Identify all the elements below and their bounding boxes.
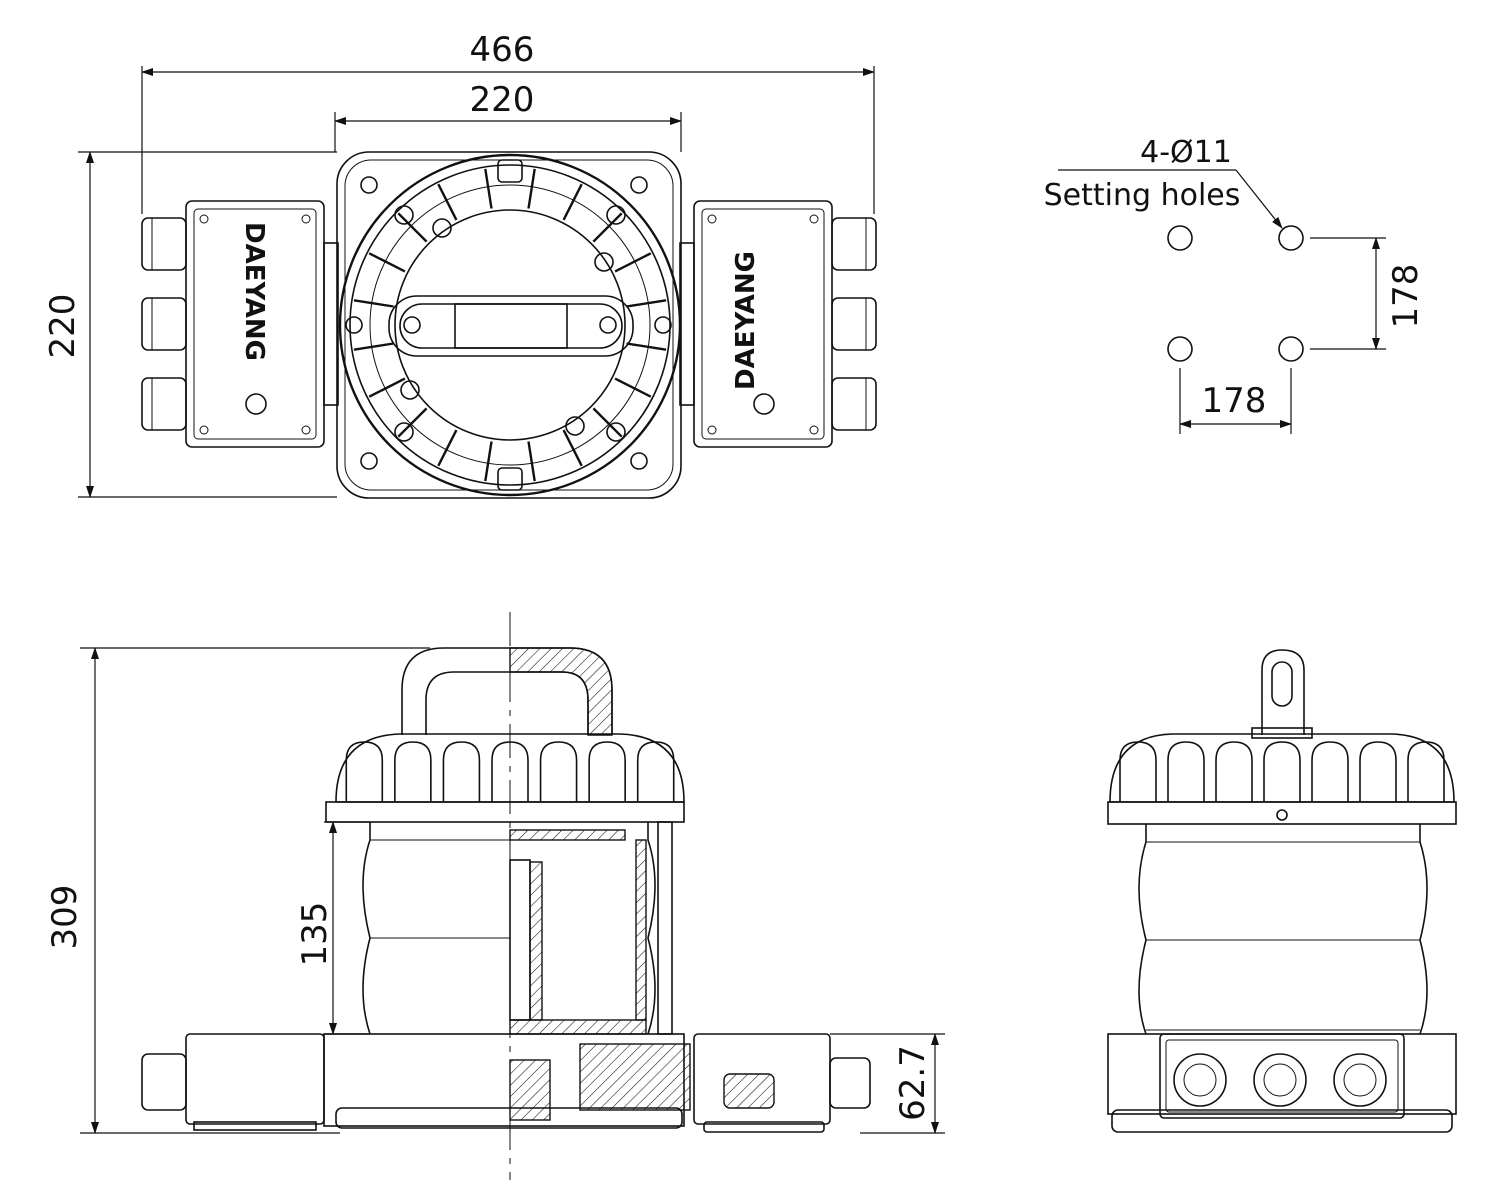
- fin: [368, 252, 406, 273]
- dome-rib: [1167, 741, 1205, 802]
- fin: [527, 168, 536, 209]
- top-view: DAEYANG DAEYANG: [78, 66, 877, 499]
- fin: [397, 407, 428, 438]
- dim-base-height: 62.7: [893, 1045, 933, 1121]
- fin: [562, 183, 583, 221]
- fin: [562, 429, 583, 467]
- fin: [484, 441, 493, 482]
- fin: [626, 342, 667, 351]
- fin: [437, 183, 458, 221]
- dome-rib: [394, 741, 432, 802]
- fin: [527, 441, 536, 482]
- fin: [592, 212, 623, 243]
- fin: [484, 168, 493, 209]
- dome-rib: [1263, 741, 1301, 802]
- front-section-view: [80, 612, 945, 1180]
- fin: [592, 407, 623, 438]
- fin: [353, 299, 394, 308]
- fin: [353, 342, 394, 351]
- left-box-logo: DAEYANG: [239, 222, 269, 361]
- dome-rib: [1311, 741, 1349, 802]
- dome-rib: [1359, 741, 1397, 802]
- hole-spec-note: 4-Ø11: [1140, 135, 1232, 170]
- fin: [626, 299, 667, 308]
- dome-rib: [1119, 741, 1157, 802]
- hole-pattern: [1058, 169, 1386, 434]
- dim-hole-vertical: 178: [1386, 264, 1426, 329]
- dome-rib: [636, 741, 675, 802]
- dim-center-width: 220: [470, 80, 535, 120]
- dim-overall-width: 466: [470, 30, 535, 70]
- radial-fins: [353, 168, 667, 482]
- fin: [368, 377, 406, 398]
- dim-top-height: 220: [43, 294, 83, 359]
- setting-holes-label: Setting holes: [1044, 178, 1241, 213]
- dim-total-height: 309: [45, 885, 85, 950]
- dim-body-height: 135: [295, 902, 335, 967]
- side-view: [1107, 649, 1457, 1133]
- dome-rib: [442, 741, 481, 802]
- dim-hole-horizontal: 178: [1202, 381, 1267, 421]
- dome-rib: [1215, 741, 1253, 802]
- fin: [614, 377, 652, 398]
- fin: [397, 212, 428, 243]
- side-dome-fins: [1119, 741, 1445, 802]
- right-box-logo: DAEYANG: [731, 251, 761, 390]
- fin: [614, 252, 652, 273]
- dome-rib: [345, 741, 384, 802]
- dome-rib: [588, 741, 626, 802]
- fin: [437, 429, 458, 467]
- dome-rib: [1407, 741, 1445, 802]
- dome-rib: [539, 741, 578, 802]
- dome-fins: [345, 741, 675, 802]
